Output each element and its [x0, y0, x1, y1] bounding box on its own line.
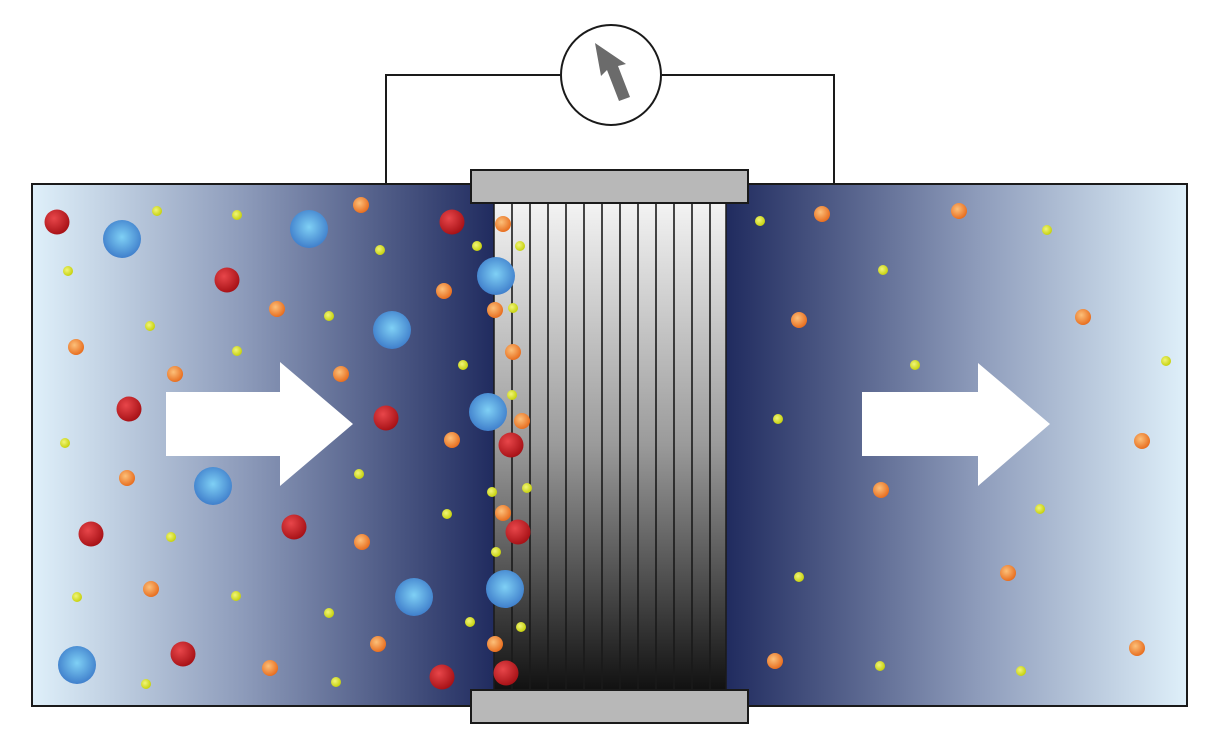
particle-large-red [116, 396, 142, 422]
particle-medium-orange [487, 302, 503, 318]
particle-small-yellow [507, 390, 517, 400]
particle-medium-orange [370, 636, 386, 652]
particle-medium-orange [269, 301, 285, 317]
particle-small-yellow [63, 266, 73, 276]
particle-large-blue [486, 570, 524, 608]
particle-medium-orange [791, 312, 807, 328]
particle-small-yellow [231, 591, 241, 601]
particle-large-red [281, 514, 307, 540]
particle-large-red [429, 664, 455, 690]
particle-small-yellow [472, 241, 482, 251]
particle-layer [44, 197, 1171, 690]
particle-small-yellow [465, 617, 475, 627]
particle-medium-orange [495, 505, 511, 521]
particle-large-blue [477, 257, 515, 295]
particle-small-yellow [508, 303, 518, 313]
right-arrow-icon [862, 363, 1050, 486]
gauge-arrow-icon [595, 43, 630, 101]
particle-medium-orange [514, 413, 530, 429]
particle-medium-orange [262, 660, 278, 676]
collector-plate-top [470, 169, 749, 204]
particle-small-yellow [331, 677, 341, 687]
particle-medium-orange [143, 581, 159, 597]
particle-large-blue [469, 393, 507, 431]
particle-small-yellow [324, 311, 334, 321]
particle-small-yellow [878, 265, 888, 275]
particle-small-yellow [755, 216, 765, 226]
particle-medium-orange [495, 216, 511, 232]
particle-small-yellow [442, 509, 452, 519]
particle-medium-orange [353, 197, 369, 213]
particle-medium-orange [354, 534, 370, 550]
particle-small-yellow [875, 661, 885, 671]
particle-small-yellow [910, 360, 920, 370]
particle-medium-orange [436, 283, 452, 299]
particle-medium-orange [1134, 433, 1150, 449]
particle-medium-orange [1075, 309, 1091, 325]
particle-small-yellow [515, 241, 525, 251]
particle-medium-orange [873, 482, 889, 498]
particle-large-red [170, 641, 196, 667]
particle-medium-orange [119, 470, 135, 486]
particle-medium-orange [767, 653, 783, 669]
particle-small-yellow [375, 245, 385, 255]
particle-large-red [373, 405, 399, 431]
particle-large-blue [395, 578, 433, 616]
electrode-stack [493, 199, 727, 691]
collector-plate-bottom [470, 689, 749, 724]
particle-small-yellow [354, 469, 364, 479]
particle-small-yellow [145, 321, 155, 331]
particle-medium-orange [1000, 565, 1016, 581]
particle-small-yellow [794, 572, 804, 582]
particle-small-yellow [141, 679, 151, 689]
particle-large-red [44, 209, 70, 235]
particle-small-yellow [72, 592, 82, 602]
particle-large-red [493, 660, 519, 686]
particle-large-blue [194, 467, 232, 505]
meter [560, 24, 662, 126]
particle-small-yellow [152, 206, 162, 216]
particle-small-yellow [773, 414, 783, 424]
particle-small-yellow [1016, 666, 1026, 676]
particle-small-yellow [491, 547, 501, 557]
particle-large-blue [373, 311, 411, 349]
particle-large-red [505, 519, 531, 545]
particle-large-red [78, 521, 104, 547]
particle-small-yellow [232, 346, 242, 356]
particle-large-red [498, 432, 524, 458]
particle-large-blue [103, 220, 141, 258]
circuit-wire [385, 74, 835, 184]
particle-small-yellow [324, 608, 334, 618]
particle-small-yellow [1042, 225, 1052, 235]
particle-large-blue [58, 646, 96, 684]
particle-medium-orange [333, 366, 349, 382]
particle-large-red [439, 209, 465, 235]
particle-medium-orange [68, 339, 84, 355]
particle-medium-orange [167, 366, 183, 382]
particle-medium-orange [505, 344, 521, 360]
particle-medium-orange [951, 203, 967, 219]
particle-small-yellow [232, 210, 242, 220]
particle-medium-orange [487, 636, 503, 652]
right-arrow-icon [166, 362, 353, 486]
particle-medium-orange [1129, 640, 1145, 656]
particle-small-yellow [522, 483, 532, 493]
particle-medium-orange [444, 432, 460, 448]
particle-small-yellow [166, 532, 176, 542]
particle-small-yellow [60, 438, 70, 448]
particle-small-yellow [487, 487, 497, 497]
particle-small-yellow [458, 360, 468, 370]
particle-large-blue [290, 210, 328, 248]
particle-small-yellow [516, 622, 526, 632]
electrode-separators [511, 203, 711, 690]
particle-large-red [214, 267, 240, 293]
particle-small-yellow [1161, 356, 1171, 366]
particle-small-yellow [1035, 504, 1045, 514]
particle-medium-orange [814, 206, 830, 222]
